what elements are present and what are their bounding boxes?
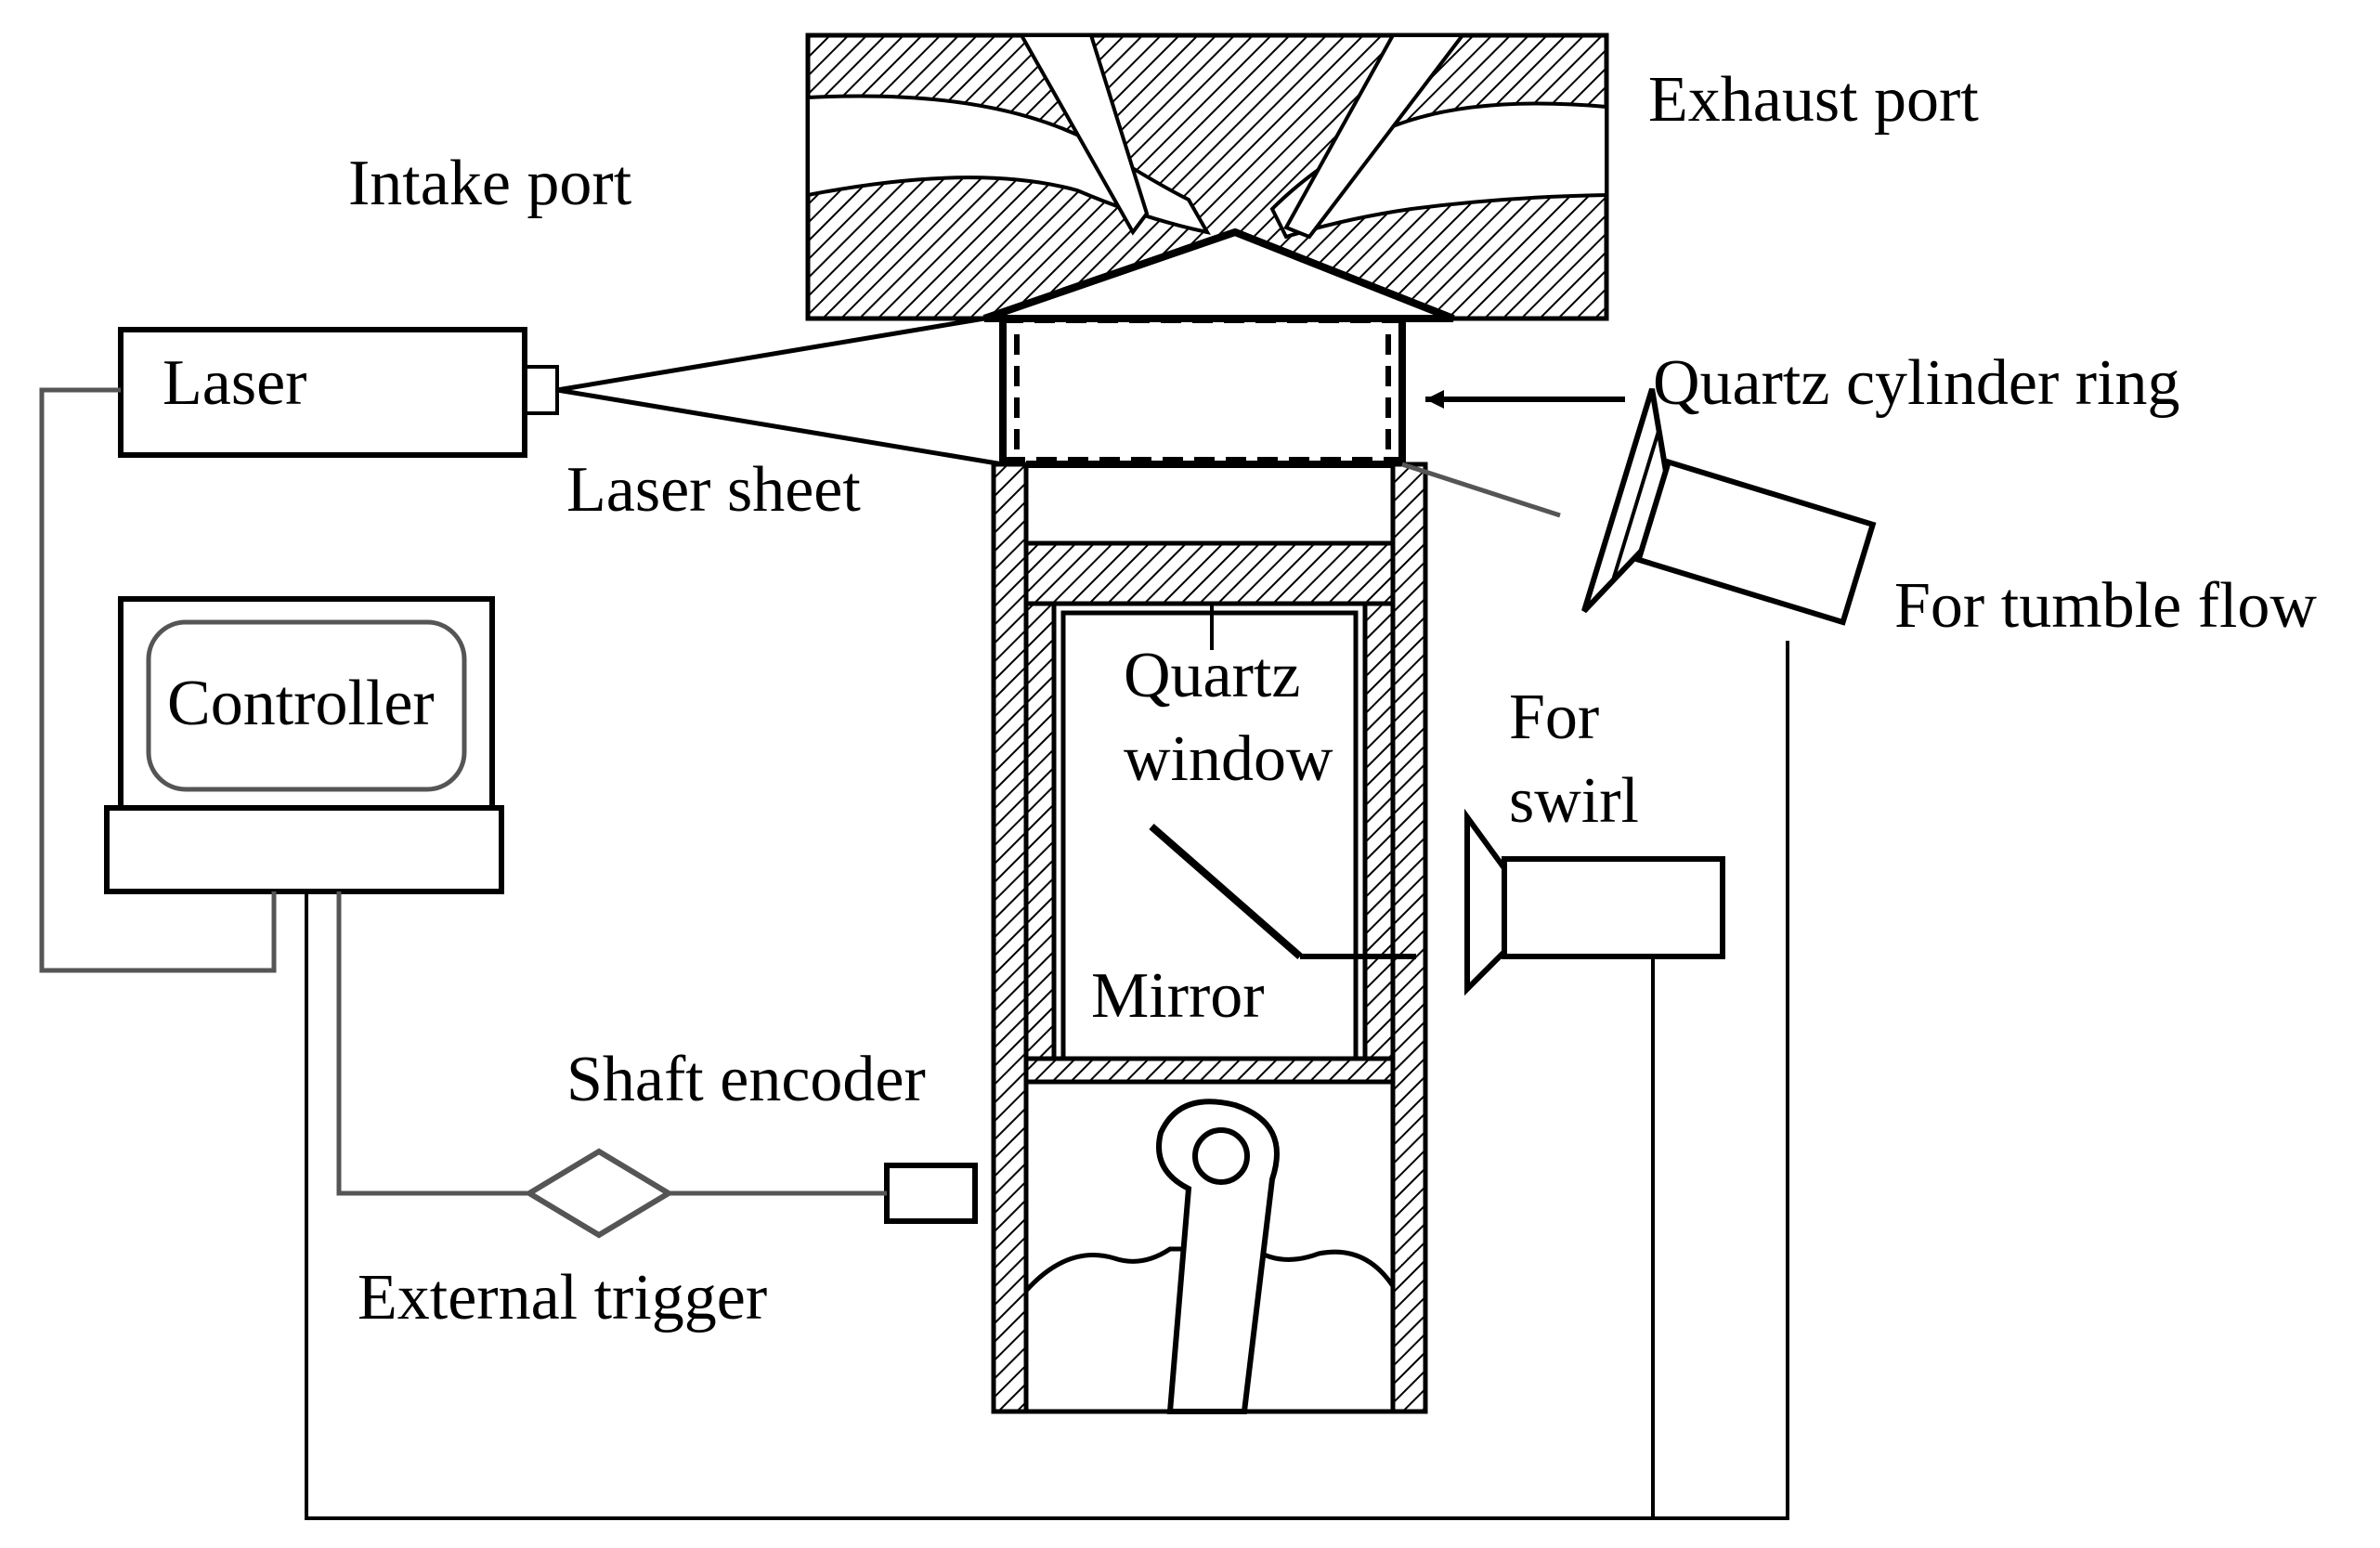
label-controller: Controller [167,668,435,739]
connecting-rod [1023,1099,1396,1414]
label-laser-sheet: Laser sheet [566,454,861,526]
label-intake-port: Intake port [348,148,632,219]
label-quartz-window-line2: window [1124,723,1333,795]
label-laser: Laser [163,347,306,419]
quartz-cylinder-ring [999,318,1406,464]
label-exhaust-port: Exhaust port [1648,64,1979,136]
label-external-trigger: External trigger [358,1262,767,1333]
wiring [39,387,1789,1520]
label-quartz-window-line1: Quartz [1124,640,1300,711]
piston [1023,540,1416,1085]
label-for-swirl-line1: For [1509,682,1599,753]
swirl-camera [1464,808,1725,996]
external-trigger [524,1148,674,1239]
label-mirror: Mirror [1091,960,1265,1032]
controller-unit [104,596,504,894]
cylinder-block [991,461,1428,1414]
label-shaft-encoder: Shaft encoder [566,1044,926,1115]
shaft-encoder [884,1163,978,1224]
label-quartz-cylinder-ring: Quartz cylinder ring [1653,347,2180,419]
label-for-tumble-flow: For tumble flow [1894,570,2317,642]
tumble-camera [1581,388,1877,626]
label-for-swirl-line2: swirl [1509,765,1639,837]
cylinder-head [805,33,1609,322]
laser-unit [118,316,1561,518]
